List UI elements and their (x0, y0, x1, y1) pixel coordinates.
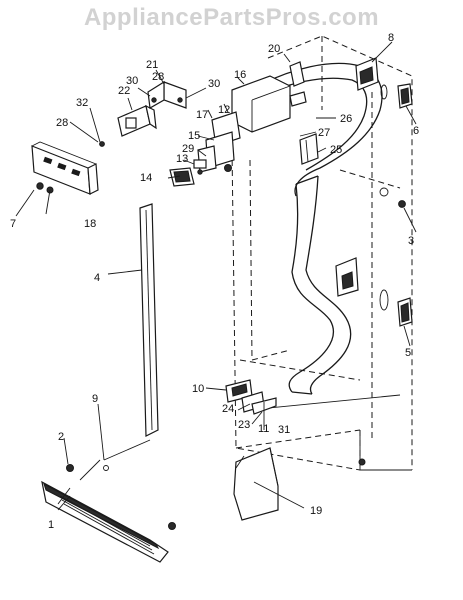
callout-18: 18 (84, 218, 96, 230)
callout-12: 12 (218, 104, 230, 116)
callout-3: 3 (408, 235, 414, 247)
callout-28-top: 28 (152, 71, 164, 83)
part-7-screws (36, 141, 105, 194)
callout-15: 15 (188, 130, 200, 142)
callout-5: 5 (405, 347, 411, 359)
leader-lines (15, 41, 417, 511)
callout-7: 7 (10, 218, 16, 230)
watermark: AppliancePartsPros.com (83, 4, 380, 31)
callout-16: 16 (234, 69, 246, 81)
upper-bracket-parts (289, 61, 319, 165)
callout-32: 32 (76, 97, 88, 109)
callout-24: 24 (222, 403, 234, 415)
callout-10: 10 (192, 383, 204, 395)
bottom-screws (66, 464, 176, 530)
callout-23: 23 (238, 419, 250, 431)
callout-8: 8 (388, 32, 394, 44)
callout-30-right: 30 (208, 78, 220, 90)
callout-9: 9 (92, 393, 98, 405)
callout-29: 29 (182, 143, 194, 155)
callout-14: 14 (140, 172, 152, 184)
part-18-control-housing (31, 141, 99, 195)
mid-right-parts (335, 187, 413, 327)
callout-6: 6 (413, 125, 419, 137)
callout-20: 20 (268, 43, 280, 55)
callout-22: 22 (118, 85, 130, 97)
callout-26: 26 (340, 113, 352, 125)
callout-19: 19 (310, 505, 322, 517)
callout-1: 1 (48, 519, 54, 531)
part-4-vertical-strip (139, 203, 159, 437)
callout-27: 27 (318, 127, 330, 139)
callout-13: 13 (176, 153, 188, 165)
callout-25: 25 (330, 144, 342, 156)
callout-28-left: 28 (56, 117, 68, 129)
light-lens-parts (169, 159, 207, 187)
callout-11: 11 (258, 423, 269, 435)
callout-labels: 1 2 3 4 5 6 7 8 9 10 11 12 13 14 15 16 1… (10, 32, 419, 531)
callout-17: 17 (196, 109, 208, 121)
part-19-lower-panel (233, 447, 279, 521)
part-22-bracket (117, 104, 157, 137)
callout-31: 31 (278, 424, 290, 436)
upper-right-parts (355, 57, 413, 109)
lower-bracket-parts (225, 379, 366, 466)
part-1-base-grille (41, 480, 169, 563)
part-21-bracket (147, 80, 187, 109)
callout-2: 2 (58, 431, 64, 443)
callout-30-left: 30 (126, 75, 138, 87)
cabinet-outline (231, 35, 413, 471)
light-housing-assembly (197, 75, 291, 173)
callout-4: 4 (94, 272, 100, 284)
callout-21: 21 (146, 59, 158, 71)
